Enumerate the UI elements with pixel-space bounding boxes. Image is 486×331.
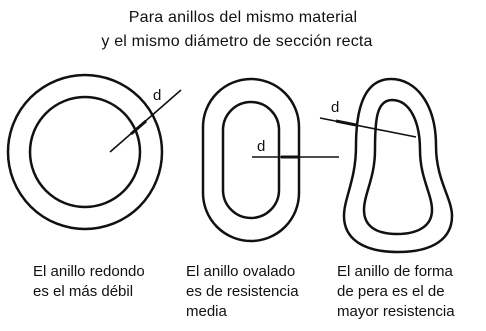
pear-ring-outer-edge xyxy=(342,77,454,254)
title-line-1: Para anillos del mismo material xyxy=(128,9,358,26)
round-ring-dimension-arrow xyxy=(130,119,147,136)
oval-ring-inner-edge xyxy=(221,100,281,220)
oval-ring-caption-line-1: El anillo ovalado xyxy=(186,263,296,280)
pear-ring: d xyxy=(319,77,454,254)
pear-ring-d-label: d xyxy=(331,99,339,116)
round-ring-inner-edge xyxy=(28,95,142,209)
round-ring: d xyxy=(6,73,182,231)
pear-ring-caption-line-2: de pera es el de xyxy=(337,283,445,300)
oval-ring-caption-line-2: es de resistencia xyxy=(186,283,299,300)
round-ring-outer-edge xyxy=(6,73,164,231)
pear-ring-caption-line-1: El anillo de forma xyxy=(337,263,453,280)
pear-ring-dimension-line xyxy=(319,117,417,138)
round-ring-caption-line-1: El anillo redondo xyxy=(33,263,145,280)
oval-ring: d xyxy=(201,77,339,243)
oval-ring-d-label: d xyxy=(257,138,265,155)
title-line-2: y el mismo diámetro de sección recta xyxy=(101,33,373,50)
oval-ring-outer-edge xyxy=(201,77,301,243)
pear-ring-inner-edge xyxy=(362,98,434,236)
pear-ring-caption-line-3: mayor resistencia xyxy=(337,303,455,320)
pear-ring-dimension-arrow xyxy=(335,119,357,127)
oval-ring-caption-line-3: media xyxy=(186,303,227,320)
round-ring-d-label: d xyxy=(153,87,161,104)
round-ring-caption-line-2: es el más débil xyxy=(33,283,134,300)
